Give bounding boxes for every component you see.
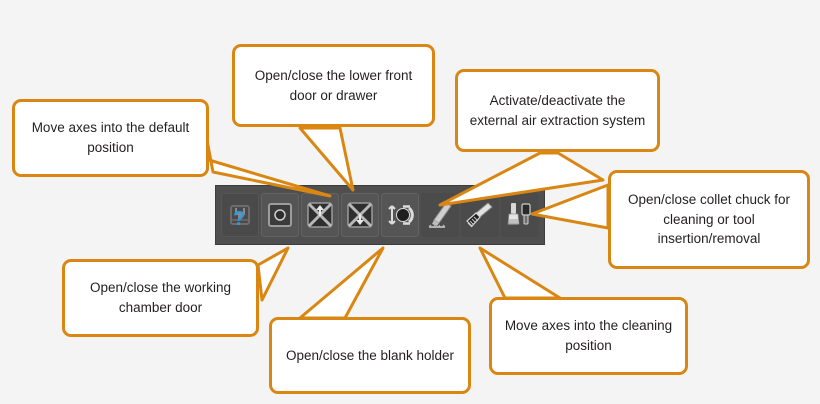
callout-text: Move axes into the cleaning position — [504, 318, 673, 353]
connector-working-chamber-door — [256, 246, 290, 302]
machine-status-question-icon — [230, 205, 250, 225]
axes-default-position-up-icon — [307, 202, 333, 228]
callout-working-chamber-door: Open/close the working chamber door — [62, 259, 259, 337]
collet-chuck-icon — [388, 205, 414, 225]
status-question-badge: ? — [233, 208, 246, 230]
toolbar-button-tool-cleaning[interactable] — [500, 192, 540, 238]
toolbar-button-air-extraction[interactable] — [420, 192, 460, 238]
callout-text: Open/close the lower front door or drawe… — [254, 67, 413, 103]
toolbar-button-lower-front-door[interactable] — [300, 192, 340, 238]
cleaning-brush-icon — [466, 202, 493, 228]
air-extraction-vacuum-icon — [428, 202, 452, 228]
callout-text: Open/close the working chamber door — [89, 280, 232, 315]
toolbar-button-collet-chuck[interactable] — [380, 192, 420, 238]
toolbar-button-cleaning-position[interactable] — [460, 192, 500, 238]
connector-cleaning-position — [478, 246, 562, 300]
toolbar-button-working-chamber-door[interactable] — [260, 192, 300, 238]
toolbar-button-unknown-status[interactable]: ? — [220, 192, 260, 238]
toolbar-button-blank-holder[interactable] — [340, 192, 380, 238]
brush-and-tool-icon — [507, 203, 531, 225]
chamber-door-icon — [268, 203, 292, 227]
callout-blank-holder: Open/close the blank holder — [269, 317, 471, 394]
connector-lower-front-door — [298, 126, 355, 192]
connector-blank-holder — [298, 246, 385, 320]
callout-cleaning-position: Move axes into the cleaning position — [489, 297, 688, 375]
callout-text: Open/close collet chuck for cleaning or … — [627, 192, 791, 247]
callout-air-extraction: Activate/deactivate the external air ext… — [455, 69, 660, 152]
machine-control-toolbar: ? — [215, 185, 545, 245]
callout-collet-chuck: Open/close collet chuck for cleaning or … — [608, 170, 810, 269]
callout-text: Move axes into the default position — [31, 120, 190, 155]
callout-axes-default-position: Move axes into the default position — [12, 99, 209, 177]
callout-lower-front-door: Open/close the lower front door or drawe… — [232, 44, 435, 127]
axes-position-down-icon — [347, 202, 373, 228]
callout-text: Open/close the blank holder — [285, 347, 455, 363]
callout-text: Activate/deactivate the external air ext… — [469, 92, 646, 128]
